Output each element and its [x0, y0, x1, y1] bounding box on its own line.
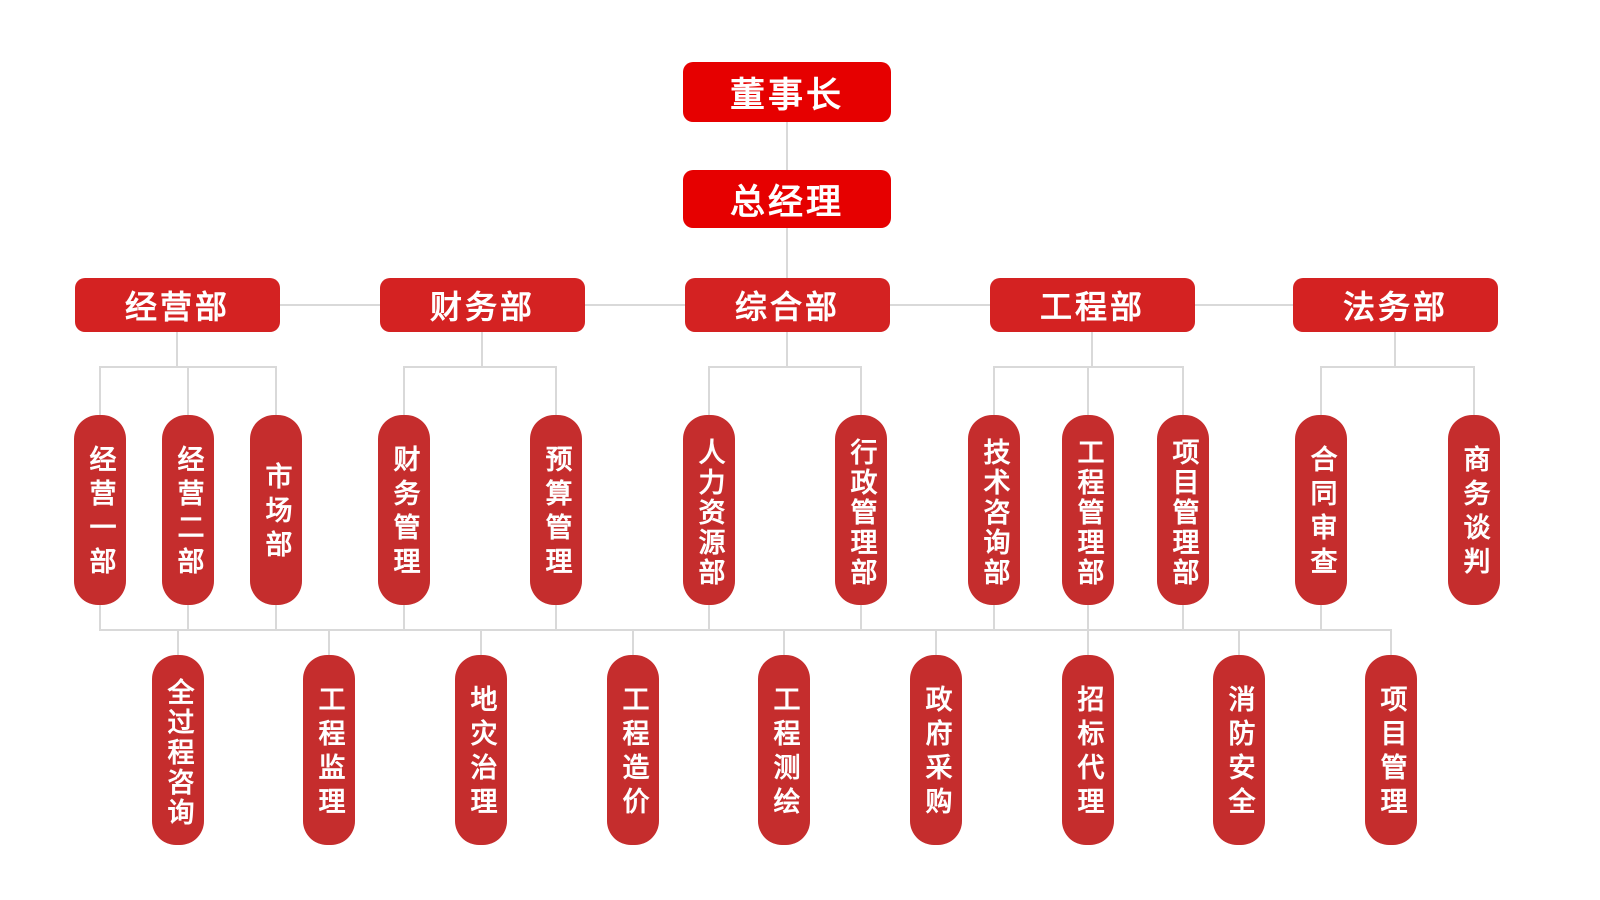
connector-line: [1087, 605, 1089, 631]
connector-line: [187, 366, 189, 415]
connector-line: [177, 629, 179, 655]
connector-line: [1320, 605, 1322, 631]
business-label: 全过程咨询: [162, 678, 194, 828]
connector-line: [275, 366, 277, 415]
connector-line: [1320, 366, 1322, 415]
connector-line: [187, 605, 189, 631]
dept-label: 经营部: [124, 288, 230, 326]
connector-line: [708, 366, 710, 415]
business-node: 项目管理: [1365, 655, 1417, 845]
business-label: 招标代理: [1072, 685, 1104, 821]
sub-label: 财务管理: [388, 445, 420, 581]
sub-node: 项目管理部: [1157, 415, 1209, 605]
connector-line: [786, 228, 788, 278]
sub-node: 人力资源部: [683, 415, 735, 605]
connector-line: [786, 332, 788, 368]
dept-node-general-affairs: 综合部: [685, 278, 890, 332]
connector-line: [403, 605, 405, 631]
sub-node: 经营一部: [74, 415, 126, 605]
connector-line: [993, 366, 995, 415]
business-node: 工程测绘: [758, 655, 810, 845]
business-node: 工程监理: [303, 655, 355, 845]
sub-node: 技术咨询部: [968, 415, 1020, 605]
sub-node: 市场部: [250, 415, 302, 605]
connector-line: [1473, 366, 1475, 415]
business-node: 全过程咨询: [152, 655, 204, 845]
sub-node: 财务管理: [378, 415, 430, 605]
connector-line: [99, 605, 101, 631]
connector-line: [1087, 629, 1089, 655]
general-manager-node: 总经理: [683, 170, 891, 228]
connector-line: [480, 629, 482, 655]
connector-line: [993, 605, 995, 631]
dept-label: 财务部: [429, 288, 535, 326]
general-manager-label: 总经理: [729, 181, 844, 223]
connector-line: [935, 629, 937, 655]
connector-line: [860, 366, 862, 415]
sub-label: 工程管理部: [1072, 438, 1104, 588]
dept-node-engineering: 工程部: [990, 278, 1195, 332]
chairman-label: 董事长: [729, 74, 844, 116]
dept-label: 工程部: [1039, 288, 1145, 326]
dept-node-finance: 财务部: [380, 278, 585, 332]
connector-line: [328, 629, 330, 655]
connector-line: [403, 366, 557, 368]
business-label: 地灾治理: [465, 685, 497, 821]
connector-line: [555, 366, 557, 415]
business-node: 政府采购: [910, 655, 962, 845]
dept-node-legal: 法务部: [1293, 278, 1498, 332]
connector-line: [1182, 366, 1184, 415]
sub-node: 行政管理部: [835, 415, 887, 605]
connector-line: [99, 629, 1391, 631]
dept-label: 法务部: [1342, 288, 1448, 326]
connector-line: [99, 366, 101, 415]
business-node: 消防安全: [1213, 655, 1265, 845]
dept-node-operations: 经营部: [75, 278, 280, 332]
sub-node: 工程管理部: [1062, 415, 1114, 605]
business-label: 消防安全: [1223, 685, 1255, 821]
connector-line: [1390, 629, 1392, 655]
sub-label: 预算管理: [540, 445, 572, 581]
connector-line: [1320, 366, 1475, 368]
sub-label: 人力资源部: [693, 438, 725, 588]
sub-label: 市场部: [260, 462, 292, 564]
connector-line: [1182, 605, 1184, 631]
connector-line: [708, 366, 862, 368]
sub-label: 技术咨询部: [978, 438, 1010, 588]
business-label: 项目管理: [1375, 685, 1407, 821]
connector-line: [783, 629, 785, 655]
connector-line: [403, 366, 405, 415]
sub-label: 项目管理部: [1167, 438, 1199, 588]
dept-label: 综合部: [734, 288, 840, 326]
connector-line: [275, 605, 277, 631]
sub-label: 经营一部: [84, 445, 116, 581]
connector-line: [860, 605, 862, 631]
business-label: 工程测绘: [768, 685, 800, 821]
connector-line: [481, 332, 483, 368]
sub-node: 合同审查: [1295, 415, 1347, 605]
connector-line: [1087, 366, 1089, 415]
sub-node: 预算管理: [530, 415, 582, 605]
connector-line: [1394, 332, 1396, 368]
connector-line: [708, 605, 710, 631]
business-label: 工程监理: [313, 685, 345, 821]
sub-label: 合同审查: [1305, 445, 1337, 581]
business-label: 政府采购: [920, 685, 952, 821]
chairman-node: 董事长: [683, 62, 891, 122]
business-label: 工程造价: [617, 685, 649, 821]
connector-line: [1091, 332, 1093, 368]
business-node: 地灾治理: [455, 655, 507, 845]
connector-line: [176, 332, 178, 368]
sub-label: 经营二部: [172, 445, 204, 581]
sub-label: 行政管理部: [845, 438, 877, 588]
business-node: 招标代理: [1062, 655, 1114, 845]
sub-label: 商务谈判: [1458, 445, 1490, 581]
business-node: 工程造价: [607, 655, 659, 845]
sub-node: 商务谈判: [1448, 415, 1500, 605]
connector-line: [555, 605, 557, 631]
connector-line: [1238, 629, 1240, 655]
connector-line: [786, 122, 788, 170]
connector-line: [632, 629, 634, 655]
sub-node: 经营二部: [162, 415, 214, 605]
